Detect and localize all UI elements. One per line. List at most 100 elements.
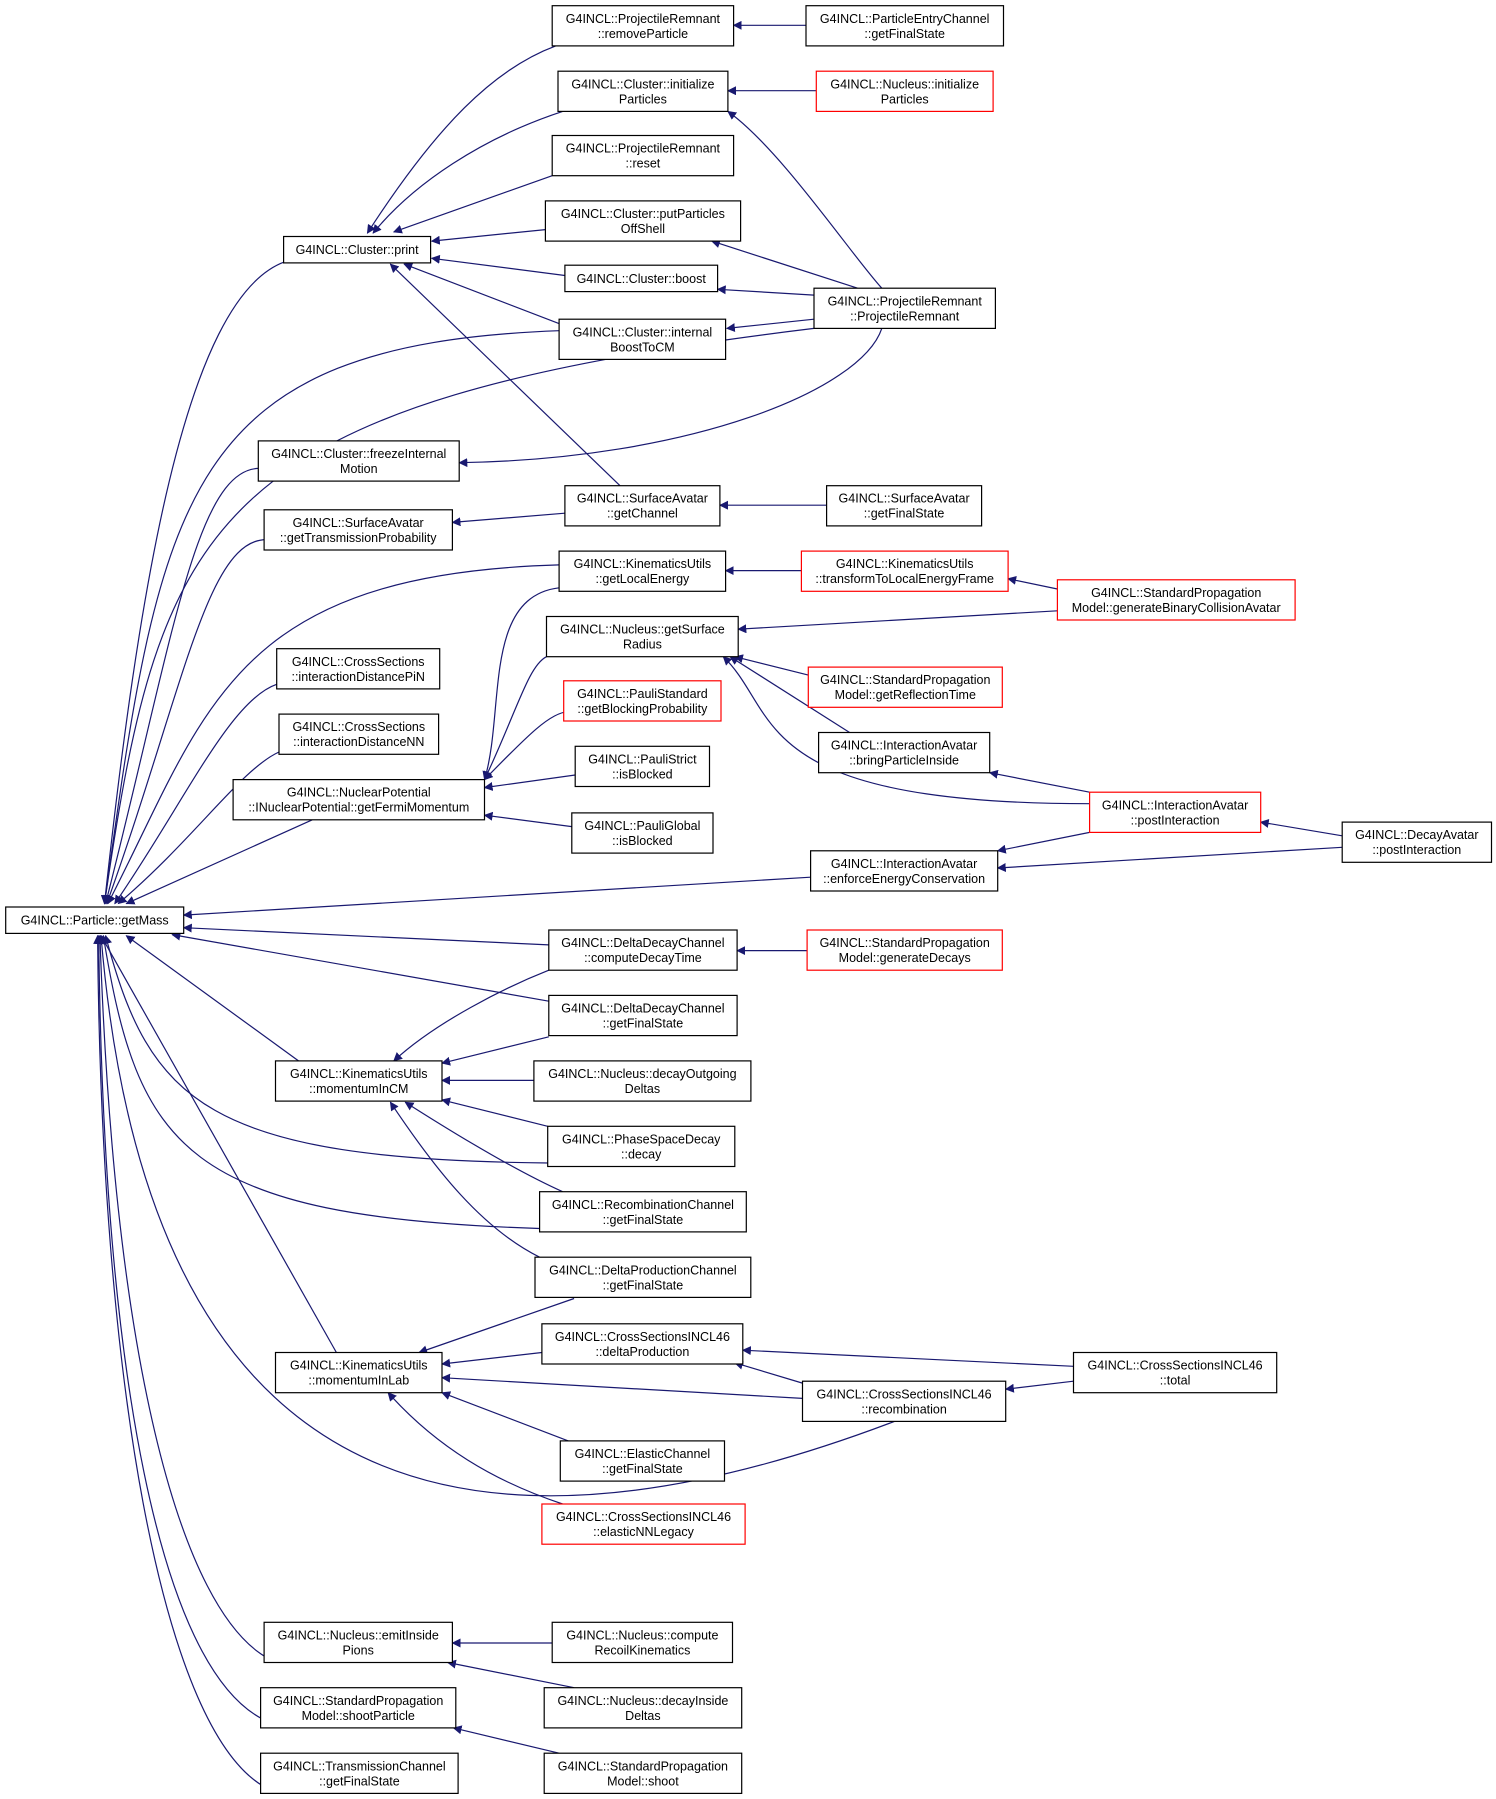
function-node-rc-final[interactable]: G4INCL::RecombinationChannel::getFinalSt… (538, 1191, 747, 1233)
node-label-line: G4INCL::StandardPropagation (273, 1694, 443, 1708)
function-node-ddc-final[interactable]: G4INCL::DeltaDecayChannel::getFinalState (548, 994, 738, 1037)
function-node-psd[interactable]: G4INCL::PhaseSpaceDecay::decay (547, 1125, 736, 1168)
function-node-ec-final[interactable]: G4INCL::ElasticChannel::getFinalState (559, 1440, 726, 1482)
function-node-pauli-global[interactable]: G4INCL::PauliGlobal::isBlocked (571, 812, 714, 854)
function-node-xs-pin[interactable]: G4INCL::CrossSections::interactionDistan… (276, 648, 441, 690)
call-edge (101, 327, 815, 905)
node-label-line: ::isBlocked (612, 767, 672, 781)
call-edge (441, 1097, 548, 1127)
node-box (801, 1380, 1007, 1422)
node-label-line: ::postInteraction (1372, 843, 1461, 857)
node-label-line: ::bringParticleInside (849, 754, 959, 768)
node-box (574, 745, 711, 788)
function-node-np-fermi[interactable]: G4INCL::NuclearPotential::INuclearPotent… (232, 778, 486, 821)
function-node-pauli-strict[interactable]: G4INCL::PauliStrict::isBlocked (574, 745, 711, 788)
call-edge (451, 512, 565, 527)
function-node-getmass[interactable]: G4INCL::Particle::getMass (5, 906, 185, 934)
node-box (274, 1351, 443, 1394)
function-node-pauli-std[interactable]: G4INCL::PauliStandard::getBlockingProbab… (563, 680, 722, 722)
node-box (543, 1687, 743, 1729)
node-box (551, 134, 735, 177)
function-node-ia-bring[interactable]: G4INCL::InteractionAvatar::bringParticle… (817, 731, 991, 774)
node-label-line: G4INCL::DeltaDecayChannel (561, 1002, 724, 1016)
node-label-line: ::removeParticle (598, 27, 688, 41)
node-label-line: G4INCL::InteractionAvatar (1102, 798, 1248, 812)
call-edge (733, 1360, 804, 1385)
node-label-line: ::momentumInCM (309, 1082, 408, 1096)
node-box (563, 680, 722, 722)
node-label-line: ::ProjectileRemnant (850, 309, 960, 323)
node-label-line: Model::generateDecays (839, 951, 971, 965)
function-node-ku-cm[interactable]: G4INCL::KinematicsUtils::momentumInCM (274, 1060, 443, 1102)
call-edge (107, 564, 560, 905)
node-label-line: G4INCL::SurfaceAvatar (577, 492, 708, 506)
function-node-pec[interactable]: G4INCL::ParticleEntryChannel::getFinalSt… (805, 5, 1005, 47)
function-node-xs46-recomb[interactable]: G4INCL::CrossSectionsINCL46::recombinati… (801, 1380, 1007, 1422)
node-label-line: G4INCL::InteractionAvatar (831, 739, 977, 753)
function-node-ku-lab[interactable]: G4INCL::KinematicsUtils::momentumInLab (274, 1351, 443, 1394)
node-label-line: G4INCL::PhaseSpaceDecay (562, 1132, 721, 1146)
function-node-spm-decays[interactable]: G4INCL::StandardPropagationModel::genera… (806, 929, 1003, 971)
call-edge (97, 934, 895, 1497)
node-label-line: G4INCL::StandardPropagation (1091, 586, 1261, 600)
call-edge (727, 110, 883, 289)
node-label-line: G4INCL::StandardPropagation (820, 936, 990, 950)
function-node-da-post[interactable]: G4INCL::DecayAvatar::postInteraction (1341, 821, 1493, 863)
call-edge (458, 328, 883, 468)
function-node-ia-post[interactable]: G4INCL::InteractionAvatar::postInteracti… (1088, 791, 1262, 834)
function-node-xs46-delta[interactable]: G4INCL::CrossSectionsINCL46::deltaProduc… (541, 1323, 744, 1365)
function-node-tc-final[interactable]: G4INCL::TransmissionChannel::getFinalSta… (260, 1752, 459, 1794)
function-node-boost[interactable]: G4INCL::Cluster::boost (564, 264, 719, 293)
node-label-line: G4INCL::Cluster::print (296, 243, 419, 257)
node-label-line: G4INCL::NuclearPotential (287, 786, 431, 800)
call-edge (93, 934, 263, 1786)
call-edge (722, 656, 1090, 805)
function-node-xs46-elastic[interactable]: G4INCL::CrossSectionsINCL46::elasticNNLe… (541, 1503, 746, 1545)
node-label-line: ::interactionDistanceNN (293, 735, 424, 749)
call-edge (392, 175, 553, 234)
function-node-ddc-time[interactable]: G4INCL::DeltaDecayChannel::computeDecayT… (548, 929, 738, 971)
function-node-xs-nn[interactable]: G4INCL::CrossSections::interactionDistan… (278, 713, 440, 755)
node-box (807, 666, 1003, 708)
function-node-print[interactable]: G4INCL::Cluster::print (283, 235, 432, 264)
function-node-sa-final[interactable]: G4INCL::SurfaceAvatar::getFinalState (825, 485, 983, 527)
call-edge (725, 318, 815, 333)
node-label-line: G4INCL::DecayAvatar (1355, 828, 1478, 842)
node-label-line: ::getFinalState (864, 27, 945, 41)
function-node-xs46-total[interactable]: G4INCL::CrossSectionsINCL46::total (1072, 1351, 1278, 1394)
call-edge (483, 711, 569, 781)
call-edges (93, 20, 1343, 1786)
node-label-line: G4INCL::DeltaDecayChannel (561, 936, 724, 950)
function-node-spm-shootp[interactable]: G4INCL::StandardPropagationModel::shootP… (260, 1687, 457, 1729)
node-label-line: ::getFinalState (319, 1774, 400, 1788)
node-box (533, 1060, 752, 1102)
function-node-remove[interactable]: G4INCL::ProjectileRemnant::removeParticl… (551, 5, 735, 47)
node-label-line: ::momentumInLab (308, 1374, 409, 1388)
node-label-line: G4INCL::Cluster::initialize (571, 77, 714, 91)
function-node-prreset[interactable]: G4INCL::ProjectileRemnant::reset (551, 134, 735, 177)
call-edge (372, 110, 563, 234)
function-node-ku-local[interactable]: G4INCL::KinematicsUtils::getLocalEnergy (558, 550, 727, 592)
function-node-ku-transform[interactable]: G4INCL::KinematicsUtils::transformToLoca… (800, 550, 1009, 592)
node-label-line: ::getBlockingProbability (577, 702, 708, 716)
function-node-sa-channel[interactable]: G4INCL::SurfaceAvatar::getChannel (564, 485, 721, 527)
function-node-ia-energy[interactable]: G4INCL::InteractionAvatar::enforceEnergy… (809, 850, 999, 892)
function-node-prctor[interactable]: G4INCL::ProjectileRemnant::ProjectileRem… (813, 287, 996, 330)
function-node-spm-refl[interactable]: G4INCL::StandardPropagationModel::getRef… (807, 666, 1003, 708)
function-node-dpc-final[interactable]: G4INCL::DeltaProductionChannel::getFinal… (534, 1256, 752, 1298)
function-node-sa-trans[interactable]: G4INCL::SurfaceAvatar::getTransmissionPr… (263, 509, 454, 551)
call-edge (996, 831, 1090, 854)
function-node-spm-binary[interactable]: G4INCL::StandardPropagationModel::genera… (1056, 579, 1296, 621)
call-edge (366, 45, 556, 234)
